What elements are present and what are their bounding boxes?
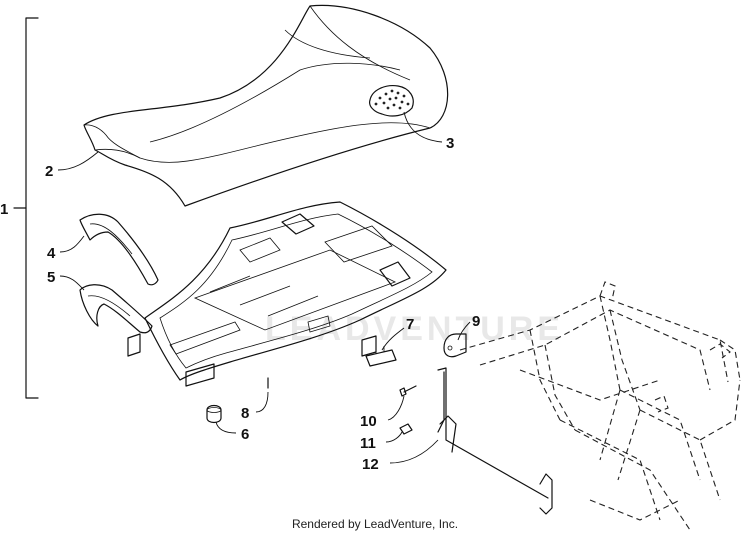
seat-decal (369, 85, 414, 117)
seat-rail-upper (79, 213, 159, 286)
callout-1: 1 (0, 201, 8, 218)
assembly-bracket (13, 17, 39, 399)
callout-3: 3 (446, 135, 454, 152)
callout-4: 4 (47, 245, 56, 262)
seat-cushion (83, 4, 449, 207)
callout-7: 7 (406, 316, 414, 333)
leader-lines (57, 111, 471, 464)
latch-nut (399, 423, 413, 435)
callout-10: 10 (360, 413, 377, 430)
render-credit: Rendered by LeadVenture, Inc. (292, 517, 458, 531)
vehicle-frame (459, 281, 741, 531)
seat-pan (127, 201, 447, 387)
callout-12: 12 (362, 456, 379, 473)
grommet (206, 404, 222, 424)
callout-6: 6 (241, 426, 249, 443)
watermark: LEADVENTURE (265, 310, 564, 348)
callout-9: 9 (472, 313, 480, 330)
latch-bolt (399, 385, 417, 397)
latch-rod (437, 367, 553, 515)
callout-5: 5 (47, 269, 55, 286)
latch-bracket (443, 333, 467, 358)
callout-11: 11 (360, 435, 376, 452)
seat-rail-lower (79, 284, 153, 334)
callout-2: 2 (45, 163, 53, 180)
latch-clip (365, 346, 397, 367)
callout-8: 8 (241, 405, 249, 422)
